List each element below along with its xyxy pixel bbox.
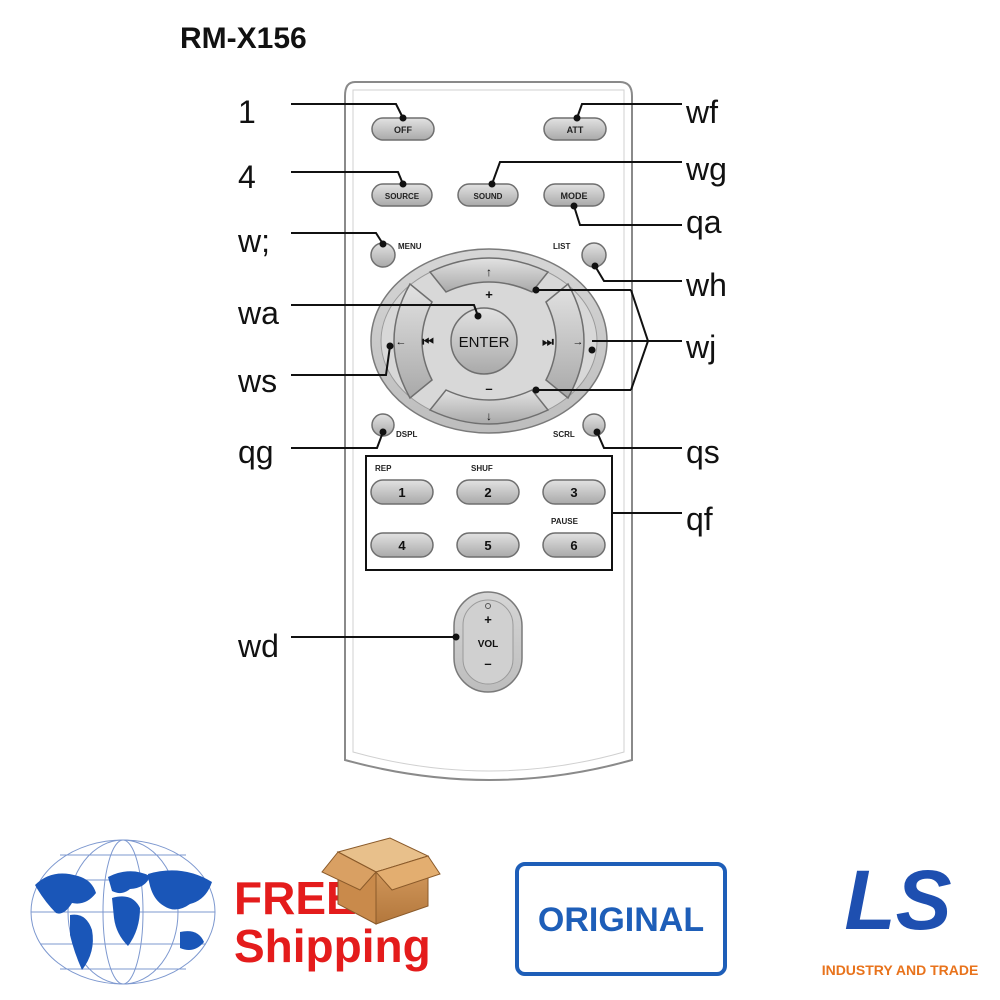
down-arrow-icon: ↓ xyxy=(486,409,492,423)
menu-label: MENU xyxy=(398,242,422,251)
preset-button-5[interactable]: 5 xyxy=(456,532,520,558)
att-button[interactable]: ATT xyxy=(543,117,607,141)
seek-forward-button[interactable]: → xyxy=(545,282,585,400)
enter-button[interactable]: ENTER xyxy=(450,307,518,375)
shipping-text: Shipping xyxy=(234,920,431,972)
callout-list: wh xyxy=(685,267,727,303)
right-anchor-dot xyxy=(588,346,596,354)
free-text: FREE xyxy=(234,872,357,924)
enter-anchor-dot xyxy=(474,312,482,320)
list-label: LIST xyxy=(553,242,570,251)
model-title: RM-X156 xyxy=(180,22,307,55)
preset-button-label: 6 xyxy=(570,538,577,553)
preset-button-2[interactable]: 2 xyxy=(456,479,520,505)
preset-button-label: 5 xyxy=(484,538,491,553)
previous-track-icon: ⏮ xyxy=(422,334,434,349)
preset-button-1[interactable]: 1 xyxy=(370,479,434,505)
world-map-globe-icon xyxy=(30,839,216,985)
menu-anchor-dot xyxy=(379,240,387,248)
sound-anchor-dot xyxy=(488,180,496,188)
callout-cross: wj xyxy=(685,329,716,365)
preset-button-4[interactable]: 4 xyxy=(370,532,434,558)
preset-button-6[interactable]: 6 xyxy=(542,532,606,558)
up-arrow-icon: ↑ xyxy=(486,265,492,279)
cardboard-box-icon xyxy=(321,837,441,925)
list-anchor-dot xyxy=(591,262,599,270)
vol-plus-label: + xyxy=(484,612,492,627)
enter-button-label: ENTER xyxy=(459,334,510,351)
original-badge: ORIGINAL xyxy=(515,862,727,976)
left-arrow-icon: ← xyxy=(396,336,407,348)
scrl-anchor-dot xyxy=(593,428,601,436)
callout-mode: qa xyxy=(686,204,722,240)
vol-dot-icon xyxy=(485,603,491,609)
callout-enter: wa xyxy=(237,295,279,331)
sound-button-label: SOUND xyxy=(474,192,503,201)
att-anchor-dot xyxy=(573,114,581,122)
dspl-label: DSPL xyxy=(396,430,417,439)
ls-subtitle: INDUSTRY AND TRADE xyxy=(822,962,979,978)
callout-sound: wg xyxy=(685,151,727,187)
vol-minus-label: – xyxy=(484,656,491,671)
att-button-label: ATT xyxy=(567,125,584,135)
up-anchor-dot xyxy=(532,286,540,294)
right-arrow-icon: → xyxy=(573,336,584,348)
callout-source: 4 xyxy=(238,159,256,195)
seek-back-button[interactable]: ← xyxy=(393,282,433,400)
ls-logo-text: LS xyxy=(844,853,951,947)
leader-lines xyxy=(291,103,682,638)
up-button[interactable]: ↑ xyxy=(428,257,550,293)
mode-button-label: MODE xyxy=(561,191,588,201)
preset-buttons: 1 2 3 4 5 6 xyxy=(370,479,606,558)
seek-anchor-dot xyxy=(386,342,394,350)
vol-label: VOL xyxy=(478,639,499,650)
next-track-icon: ⏭ xyxy=(542,334,554,349)
callout-presets: qf xyxy=(686,501,713,537)
remote-inner-edge xyxy=(352,89,625,772)
off-button-label: OFF xyxy=(394,125,412,135)
dspl-anchor-dot xyxy=(379,428,387,436)
preset-button-label: 4 xyxy=(398,538,406,553)
down-anchor-dot xyxy=(532,386,540,394)
callout-off: 1 xyxy=(238,94,256,130)
down-button[interactable]: ↓ xyxy=(428,389,550,425)
callout-scrl: qs xyxy=(686,434,720,470)
rep-label: REP xyxy=(375,464,392,473)
plus-label: + xyxy=(485,287,493,302)
free-shipping-badge: FREE Shipping xyxy=(234,837,441,972)
scrl-label: SCRL xyxy=(553,430,575,439)
ls-logo: LS INDUSTRY AND TRADE xyxy=(822,853,979,978)
callout-dspl: qg xyxy=(238,434,274,470)
preset-button-3[interactable]: 3 xyxy=(542,479,606,505)
preset-button-label: 3 xyxy=(570,485,577,500)
volume-anchor-dot xyxy=(452,633,460,641)
dspl-button[interactable] xyxy=(371,413,395,437)
source-anchor-dot xyxy=(399,180,407,188)
pause-label: PAUSE xyxy=(551,517,579,526)
shuf-label: SHUF xyxy=(471,464,493,473)
sound-button[interactable]: SOUND xyxy=(457,183,519,207)
volume-rocker[interactable]: + VOL – xyxy=(453,591,523,693)
original-text: ORIGINAL xyxy=(538,901,704,939)
minus-label: – xyxy=(485,381,492,396)
callout-menu: w; xyxy=(237,223,270,259)
callout-seek: ws xyxy=(237,363,277,399)
callout-volume: wd xyxy=(237,628,279,664)
source-button-label: SOURCE xyxy=(385,192,420,201)
off-anchor-dot xyxy=(399,114,407,122)
callout-att: wf xyxy=(685,94,718,130)
preset-button-label: 2 xyxy=(484,485,491,500)
preset-button-label: 1 xyxy=(398,485,405,500)
mode-anchor-dot xyxy=(570,202,578,210)
